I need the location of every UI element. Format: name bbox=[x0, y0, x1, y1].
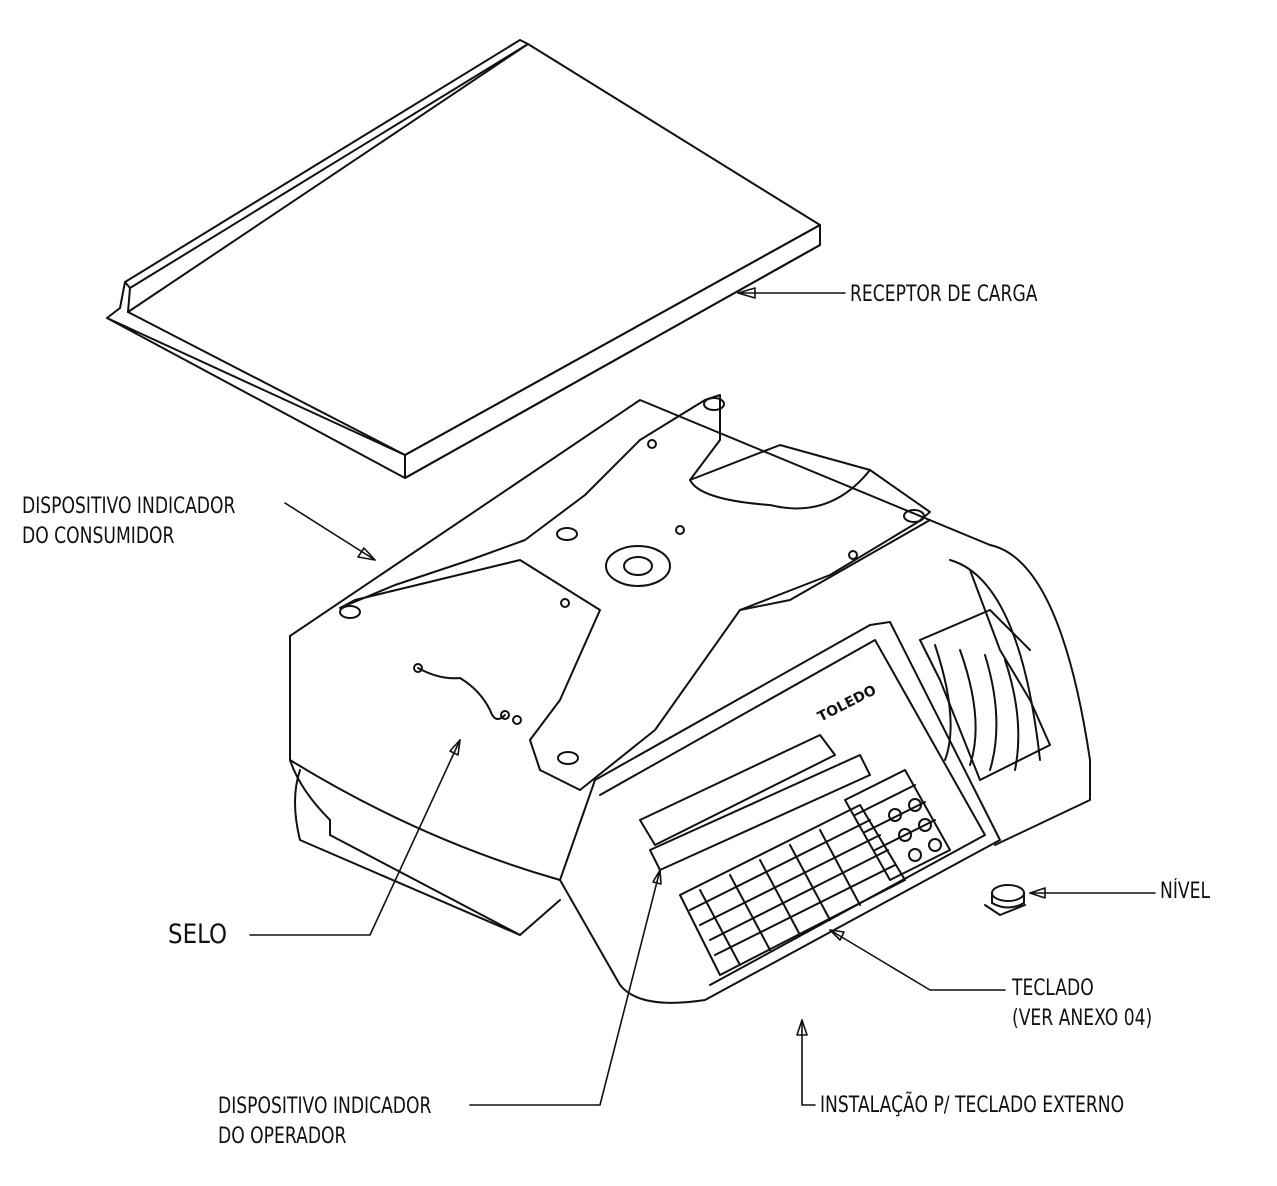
teclado-line1: TECLADO bbox=[1012, 976, 1094, 1001]
label-nivel: NÍVEL bbox=[1160, 877, 1210, 907]
leaders bbox=[249, 287, 1156, 1106]
label-teclado: TECLADO (VER ANEXO 04) bbox=[1012, 974, 1152, 1034]
level-foot bbox=[984, 884, 1026, 916]
label-dispositivo-operador: DISPOSITIVO INDICADOR DO OPERADOR bbox=[218, 1092, 431, 1152]
consumidor-line1: DISPOSITIVO INDICADOR bbox=[22, 494, 236, 519]
operador-line2: DO OPERADOR bbox=[218, 1124, 347, 1149]
spider-plate bbox=[339, 394, 931, 791]
label-dispositivo-consumidor: DISPOSITIVO INDICADOR DO CONSUMIDOR bbox=[22, 492, 235, 552]
operador-line1: DISPOSITIVO INDICADOR bbox=[218, 1094, 432, 1119]
label-receptor-de-carga: RECEPTOR DE CARGA bbox=[850, 280, 1038, 310]
seal-wire bbox=[413, 663, 510, 720]
scale-base bbox=[289, 399, 1091, 936]
consumidor-line2: DO CONSUMIDOR bbox=[22, 524, 175, 549]
label-instalacao: INSTALAÇÃO P/ TECLADO EXTERNO bbox=[820, 1091, 1124, 1121]
nivel-text: NÍVEL bbox=[1160, 879, 1211, 904]
teclado-line2: (VER ANEXO 04) bbox=[1012, 1006, 1153, 1031]
instalacao-text: INSTALAÇÃO P/ TECLADO EXTERNO bbox=[820, 1093, 1125, 1118]
label-selo: SELO bbox=[168, 920, 227, 950]
load-platter bbox=[106, 39, 821, 479]
selo-text: SELO bbox=[168, 919, 228, 950]
receptor-text: RECEPTOR DE CARGA bbox=[850, 282, 1038, 307]
operator-panel bbox=[559, 621, 1001, 1004]
